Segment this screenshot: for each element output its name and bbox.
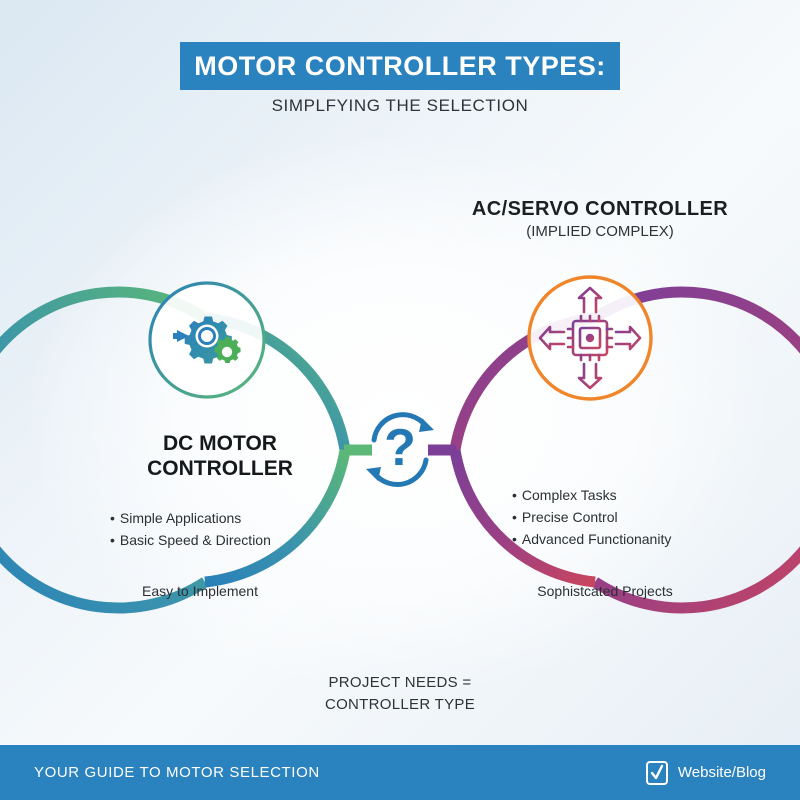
list-item-label: Advanced Functionanity (521, 531, 672, 548)
footer-link-label[interactable]: Website/Blog (677, 764, 766, 781)
page-subtitle: SIMPLFYING THE SELECTION (271, 96, 529, 115)
right-branch-heading-sub: (IMPLIED COMPLEX) (526, 223, 674, 240)
center-question-mark: ? (384, 419, 416, 477)
bottom-note: PROJECT NEEDS = CONTROLLER TYPE (0, 672, 800, 716)
left-branch-title: DC MOTOR CONTROLLER (85, 432, 355, 482)
left-branch-title-line1: DC MOTOR (163, 432, 277, 455)
right-branch-bullets: •Complex Tasks •Precise Control •Advance… (512, 484, 762, 550)
cpu-arrows-icon (538, 286, 642, 390)
bullet-dot-icon: • (110, 510, 115, 526)
left-branch-title-line2: CONTROLLER (147, 456, 293, 480)
page-title: MOTOR CONTROLLER TYPES: (194, 50, 606, 81)
list-item: •Simple Applications (110, 508, 340, 530)
right-icon-circle-ring (527, 275, 653, 401)
left-arc (0, 286, 209, 614)
left-branch-caption: Easy to Implement (142, 583, 258, 599)
bottom-note-line2: CONTROLLER TYPE (324, 695, 476, 713)
title-band: MOTOR CONTROLLER TYPES: (180, 42, 620, 90)
compare-arrow-head-left (366, 467, 381, 481)
right-icon-circle-group (527, 275, 653, 401)
right-arc-lower-left (449, 449, 596, 588)
left-icon-circle-ring (148, 281, 266, 399)
footer-tagline: YOUR GUIDE TO MOTOR SELECTION (34, 764, 320, 781)
gear-arrow (177, 330, 189, 342)
right-branch-caption: Sophistcated Projects (537, 583, 673, 599)
bullet-dot-icon: • (512, 509, 517, 526)
list-item-label: Basic Speed & Direction (119, 531, 271, 548)
list-item: •Basic Speed & Direction (110, 530, 340, 552)
list-item-label: Precise Control (521, 509, 618, 526)
footer-bar: YOUR GUIDE TO MOTOR SELECTION Website/Bl… (0, 745, 800, 800)
left-branch-bullets: •Simple Applications •Basic Speed & Dire… (110, 508, 340, 551)
bottom-note-line1: PROJECT NEEDS = (328, 674, 472, 691)
footer-link-group[interactable]: Website/Blog (645, 760, 766, 786)
list-item-label: Simple Applications (119, 510, 242, 526)
right-branch-heading: AC/SERVO CONTROLLER (IMPLIED COMPLEX) (430, 198, 770, 240)
right-arc (591, 286, 800, 614)
bullet-dot-icon: • (110, 531, 115, 548)
right-branch-heading-main: AC/SERVO CONTROLLER (471, 198, 729, 220)
center-compare-group: ? (366, 412, 434, 487)
list-item: •Complex Tasks (512, 484, 762, 506)
gears-icon (173, 316, 241, 364)
checkbox-check-icon (645, 760, 668, 785)
compare-arrows-icon (371, 412, 429, 487)
list-item-label: Complex Tasks (521, 487, 617, 503)
list-item: •Precise Control (512, 506, 762, 528)
list-item: •Advanced Functionanity (512, 528, 762, 550)
bullet-dot-icon: • (512, 531, 517, 548)
compare-arrow-head-right (419, 418, 434, 432)
left-arc-lower-right (204, 449, 351, 588)
left-icon-circle-group (148, 281, 266, 399)
bullet-dot-icon: • (512, 487, 517, 503)
right-arc-group (428, 286, 800, 614)
